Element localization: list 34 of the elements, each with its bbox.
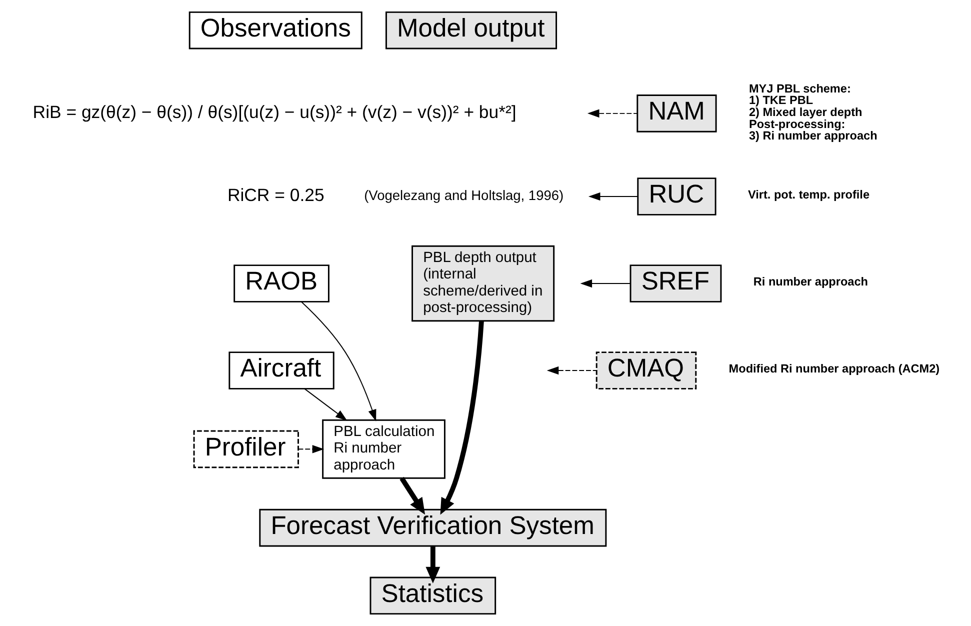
node-box: Aircraft bbox=[228, 352, 334, 390]
arrow bbox=[440, 320, 484, 515]
node-box: Forecast Verification System bbox=[258, 508, 606, 547]
arrow bbox=[300, 301, 376, 422]
arrow bbox=[588, 192, 638, 201]
arrow bbox=[303, 388, 347, 421]
label: (Vogelezang and Holtslag, 1996) bbox=[364, 188, 564, 204]
arrow bbox=[586, 109, 638, 118]
node-box: RUC bbox=[636, 178, 716, 216]
node-label: 1) TKE PBL bbox=[748, 94, 813, 108]
arrow bbox=[546, 366, 597, 375]
node-box: Model output bbox=[384, 11, 557, 50]
node-label: Modified Ri number approach (ACM2) bbox=[728, 362, 940, 376]
node-box: Observations bbox=[188, 11, 362, 50]
node-box: CMAQ bbox=[595, 352, 696, 390]
node-box: Statistics bbox=[369, 576, 496, 615]
node-box: NAM bbox=[636, 94, 716, 132]
node-label: 3) Ri number approach bbox=[748, 130, 877, 143]
node-box: PBL calculation Ri number approach bbox=[322, 419, 445, 479]
arrow bbox=[399, 476, 425, 515]
node-box: SREF bbox=[629, 264, 722, 302]
node-box: PBL depth output (internal scheme/derived in post-processing) bbox=[411, 245, 554, 322]
node-label: MYJ PBL scheme: bbox=[748, 82, 850, 96]
node-box: RAOB bbox=[233, 264, 329, 302]
arrow bbox=[425, 546, 440, 584]
arrow bbox=[297, 445, 324, 454]
node-box: Profiler bbox=[192, 430, 298, 468]
node-label: Virt. pot. temp. profile bbox=[747, 188, 870, 202]
label: RiB = gz(θ(z) − θ(s)) / θ(s)[(u(z) − u(s))² + (v(z) − v(s))² + bu*²] bbox=[32, 102, 516, 122]
node-label: 2) Mixed layer depth bbox=[748, 106, 862, 119]
node-label: Post-processing: bbox=[748, 118, 845, 131]
arrow bbox=[580, 279, 630, 288]
node-label: Ri number approach bbox=[752, 276, 868, 289]
label: RiCR = 0.25 bbox=[226, 184, 324, 205]
